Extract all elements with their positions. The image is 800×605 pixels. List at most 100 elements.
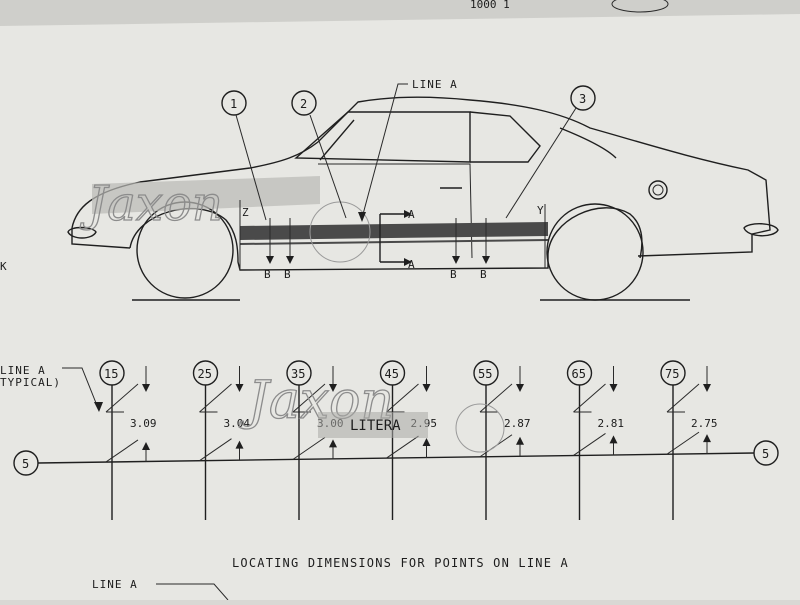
callout-1-label: 1	[230, 97, 237, 111]
b-arrow-1	[266, 256, 274, 264]
station-base-segment	[292, 436, 326, 460]
station-number: 35	[291, 367, 305, 381]
station-dim-arrowhead-top	[422, 384, 431, 392]
callout-3-label: 3	[579, 92, 586, 106]
station-base-segment	[386, 435, 419, 459]
station-dim-arrowhead-bottom	[703, 434, 711, 443]
figure-caption: LOCATING DIMENSIONS FOR POINTS ON LINE A	[232, 556, 569, 570]
line-a-typical-label-1: LINE A	[0, 364, 46, 377]
station-dim-arrowhead-top	[516, 384, 524, 392]
station-25: 253.04	[192, 360, 250, 520]
station-15: 153.09	[99, 360, 157, 520]
watermark-word: Jaxon	[79, 176, 223, 232]
callout-1: 1	[221, 90, 267, 221]
callout-2-leader	[309, 114, 347, 219]
section-a-arrowhead-bottom	[404, 258, 412, 266]
body-stripe	[240, 222, 548, 240]
callout-3-circle	[570, 85, 596, 111]
b-point-arrows	[266, 256, 490, 264]
arrow-a-label-bottom: A	[408, 258, 416, 271]
b-label-3: B	[450, 268, 458, 281]
station-dim-arrowhead-bottom	[609, 435, 618, 444]
station-line-a-segment	[292, 383, 326, 413]
line-a-label: LINE A	[412, 78, 458, 91]
front-bumper	[71, 228, 131, 249]
station-dim-arrowhead-bottom	[422, 438, 431, 447]
car-body-outline	[71, 96, 771, 257]
station-base-segment	[666, 431, 700, 455]
station-number: 15	[104, 367, 118, 381]
station-dim-arrowhead-top	[609, 384, 618, 392]
fuel-cap-inner	[652, 184, 664, 196]
fuel-cap	[648, 180, 668, 200]
top-fragment-text: 1000 1	[470, 0, 510, 11]
station-base-segment	[105, 439, 139, 463]
station-dim-arrowhead-bottom	[235, 440, 244, 449]
station-base-segment	[573, 433, 606, 456]
station-dim-arrowhead-bottom	[329, 439, 337, 448]
station-base-segment	[199, 438, 232, 462]
station-dim-arrowhead-top	[142, 384, 150, 392]
callout-1-leader	[235, 114, 267, 221]
b-label-1: B	[264, 268, 272, 281]
station-number: 25	[198, 367, 212, 381]
callout-2-circle	[291, 90, 317, 116]
a-pillar	[319, 119, 355, 161]
line-a-arrowhead	[358, 212, 366, 222]
station-dim-arrowhead-top	[703, 384, 711, 392]
b-arrow-2	[286, 256, 294, 264]
station-line-a-segment	[666, 383, 700, 413]
stations-group: 153.09253.04353.00452.95552.87652.81752.…	[99, 360, 718, 520]
callout-2: 2	[291, 90, 347, 219]
station-number: 55	[478, 367, 492, 381]
bottom-line-a-leader	[156, 583, 229, 601]
station-line-a-segment	[573, 383, 606, 413]
decal-shading	[92, 176, 320, 214]
section-a-arrowhead-top	[404, 210, 412, 218]
callout-1-circle	[221, 90, 247, 116]
rear-quarter-window	[469, 111, 541, 163]
watermark-badge-bg	[318, 412, 428, 438]
station-65: 652.81	[566, 360, 624, 520]
station-dim-arrowhead-bottom	[516, 436, 524, 445]
top-stamp-fragment	[611, 0, 669, 13]
body-stripe-lower	[239, 239, 549, 245]
station-line-a-segment	[479, 383, 513, 413]
car-side-view	[67, 96, 779, 301]
station-dimension-value: 2.75	[691, 417, 718, 430]
callout-3-leader	[505, 107, 577, 219]
end-marker-left-label: 5	[22, 457, 29, 471]
watermark-badge-text: LITERA	[350, 418, 401, 434]
line-a-callout: LINE A	[358, 78, 458, 222]
point-y-label: Y	[537, 204, 545, 217]
b-arrow-4	[482, 256, 490, 264]
left-edge-letter: K	[0, 260, 8, 273]
b-label-2: B	[284, 268, 292, 281]
station-75: 752.75	[660, 360, 718, 520]
station-dimension-value: 2.87	[504, 417, 531, 430]
b-arrow-3	[452, 256, 460, 264]
line-a-leader	[361, 83, 408, 219]
station-55: 552.87	[473, 360, 531, 520]
car-reference-lines	[239, 200, 546, 270]
station-number: 45	[385, 367, 399, 381]
line-a-typical-label-2: TYPICAL)	[0, 376, 61, 389]
station-dimension-value: 3.09	[130, 417, 157, 430]
bottom-line-a-label: LINE A	[92, 578, 138, 591]
station-line-a-segment	[199, 383, 232, 413]
station-number: 75	[665, 367, 679, 381]
watermark-lower: Jaxon LITERA	[238, 370, 505, 453]
end-marker-right-label: 5	[762, 447, 769, 461]
station-line-a-segment	[105, 383, 139, 413]
dimension-diagram: LINE A TYPICAL) 5 5 153.09253.04353.0045…	[0, 360, 779, 520]
callout-3: 3	[505, 85, 596, 219]
rear-marker-lamp	[743, 223, 779, 237]
typical-arrowhead	[94, 402, 103, 412]
typical-leader	[62, 367, 99, 409]
paper-sheet	[0, 14, 800, 600]
baseline-5	[37, 452, 755, 464]
watermark-seal-lower	[455, 403, 505, 453]
front-marker-lamp	[67, 226, 97, 239]
rear-glass-edge	[559, 127, 617, 159]
